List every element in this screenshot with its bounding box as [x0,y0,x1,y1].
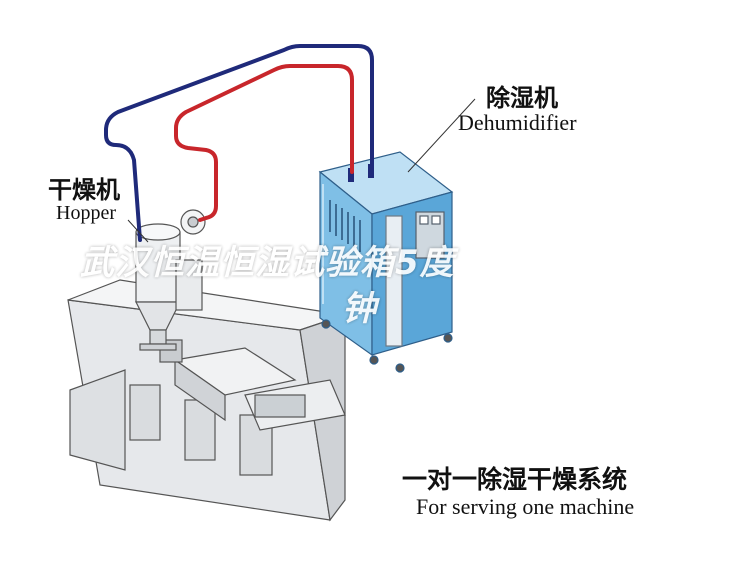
blue-pipe [104,44,374,242]
hopper-label-en: Hopper [56,202,116,224]
system-title-en: For serving one machine [416,494,635,519]
watermark-text: 武汉恒温恒湿试验箱5度 钟 [80,240,720,332]
dehumidifier-leader-line [407,98,476,173]
watermark-line-2: 钟 [342,289,377,329]
hopper-dryer [135,209,206,351]
system-title-cn: 一对一除湿干燥系统 [402,465,628,494]
watermark-line-1: 武汉恒温恒湿试验箱5度 [80,243,455,283]
dehumidifier-cabinet [318,151,454,373]
injection-molding-machine [67,279,346,522]
red-pipe [174,64,354,222]
hopper-leader-line [127,219,149,243]
hopper-label-cn: 干燥机 [48,176,120,204]
dehumidifier-label-en: Dehumidifier [458,110,577,135]
dehumidifier-label-cn: 除湿机 [486,84,558,112]
